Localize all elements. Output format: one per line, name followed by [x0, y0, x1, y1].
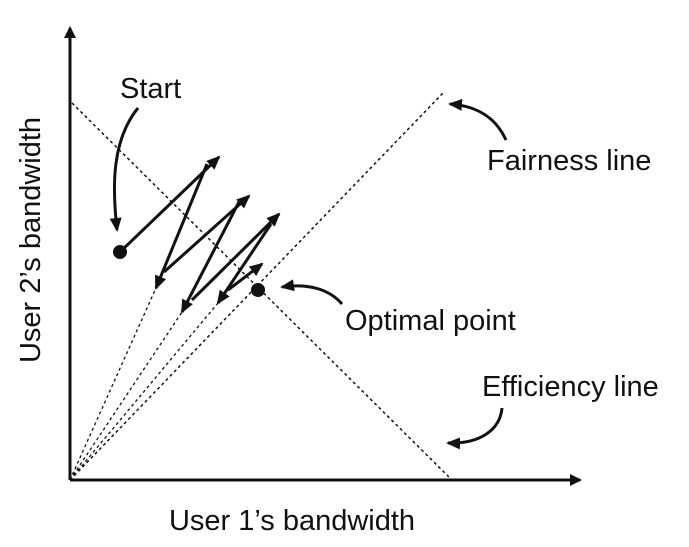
zigzag-arrow-7: [227, 262, 264, 292]
optimal-point: [251, 283, 265, 297]
start-point: [113, 245, 127, 259]
start-label: Start: [120, 73, 181, 105]
zigzag-arrow-5: [190, 212, 281, 302]
efficiency-callout-arrow: [446, 407, 504, 450]
ray-line-1: [69, 287, 157, 481]
ray-line-3: [69, 302, 219, 481]
efficiency-line-label: Efficiency line: [482, 371, 659, 403]
y-axis-label: User 2’s bandwidth: [15, 117, 47, 363]
fairness-callout-arrow: [448, 98, 508, 141]
efficiency-line: [71, 102, 453, 481]
optimal-point-label: Optimal point: [345, 305, 516, 337]
optimal-callout-arrow: [280, 279, 344, 306]
zigzag-arrow-6: [216, 223, 273, 305]
zigzag-arrow-4: [180, 199, 242, 314]
x-axis-label: User 1’s bandwidth: [169, 505, 415, 537]
start-callout-arrow: [109, 107, 140, 232]
ray-line-2: [69, 311, 183, 481]
zigzag-arrow-2: [154, 163, 209, 290]
fairness-line-label: Fairness line: [487, 145, 651, 177]
